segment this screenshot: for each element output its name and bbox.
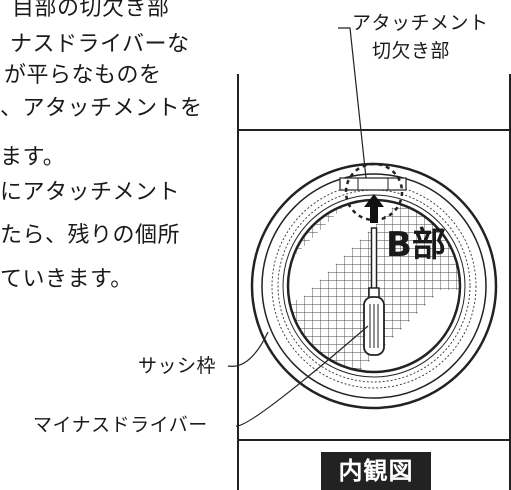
body-text-line-7: たら、残りの個所 xyxy=(0,223,181,248)
notch-leader-line xyxy=(338,27,367,179)
body-text-line-6: にアタッチメント xyxy=(0,180,181,205)
screwdriver-leader-line xyxy=(235,325,369,427)
label-screwdriver: マイナスドライバー xyxy=(33,414,208,436)
dotted-ring-1 xyxy=(271,183,477,389)
label-attachment: アタッチメント xyxy=(352,12,489,34)
body-text-line-4: 、アタッチメントを xyxy=(0,96,203,121)
label-b-part: B部 xyxy=(386,225,446,265)
label-sash-frame: サッシ枠 xyxy=(138,355,217,377)
body-text-line-3: が平らなものを xyxy=(4,63,162,88)
body-text-line-2: ナスドライバーな xyxy=(10,32,190,57)
body-text-line-1: 目部の切欠き部 xyxy=(12,0,170,21)
dotted-ring-2 xyxy=(277,189,471,383)
interior-view-badge: 内観図 xyxy=(321,452,431,490)
up-arrow-icon xyxy=(364,194,384,223)
outer-ring-inner-edge xyxy=(261,173,487,399)
label-notch: 切欠き部 xyxy=(372,40,451,62)
sash-frame xyxy=(237,74,511,490)
screwdriver-icon xyxy=(363,227,385,356)
sash-frame-leader-line xyxy=(227,331,269,367)
body-text-line-5: ます。 xyxy=(0,145,66,170)
body-text-line-8: ていきます。 xyxy=(0,267,133,292)
